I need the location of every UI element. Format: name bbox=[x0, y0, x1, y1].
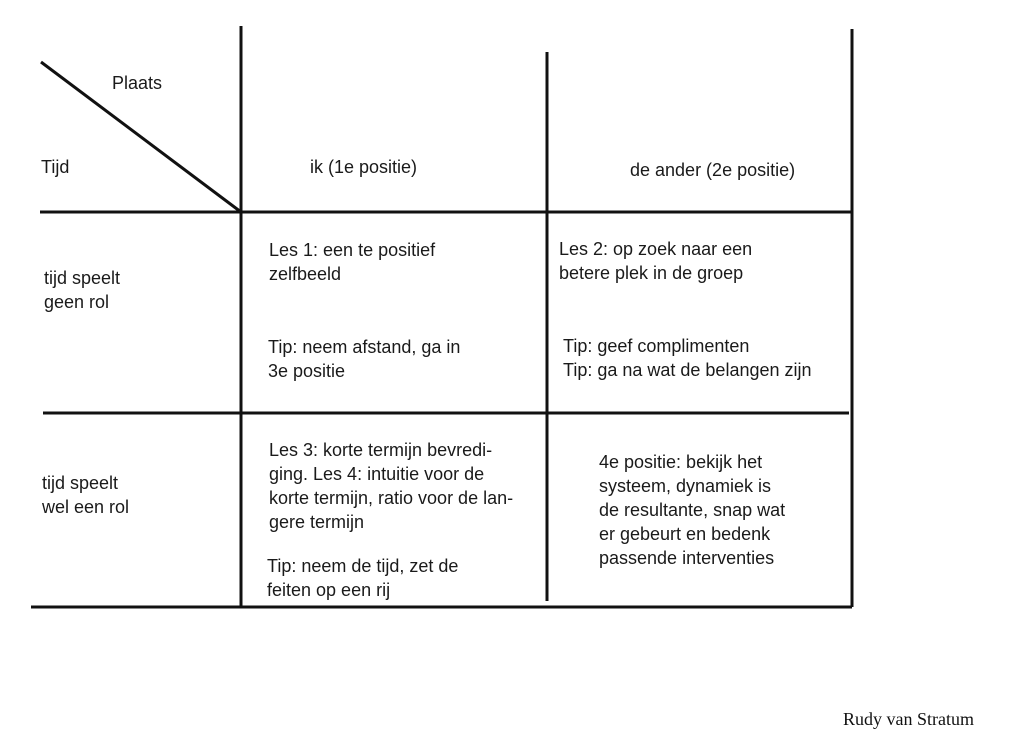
place-axis-label: Plaats bbox=[112, 73, 163, 93]
column-header-first-position: ik (1e positie) bbox=[310, 157, 418, 177]
row-label-time-role: tijd speelt wel een rol bbox=[42, 473, 130, 517]
cell-lessons-3-4: Les 3: korte termijn bevredi- ging. Les … bbox=[269, 440, 514, 532]
author-credit: Rudy van Stratum bbox=[843, 709, 974, 729]
column-header-second-position: de ander (2e positie) bbox=[630, 160, 796, 180]
cell-tip-3: Tip: neem de tijd, zet de feiten op een … bbox=[267, 556, 459, 600]
time-axis-label: Tijd bbox=[41, 157, 70, 177]
cell-lesson-2: Les 2: op zoek naar een betere plek in d… bbox=[559, 239, 753, 283]
cell-lesson-1: Les 1: een te positief zelfbeeld bbox=[269, 240, 436, 284]
row-label-time-no-role: tijd speelt geen rol bbox=[44, 268, 121, 312]
cell-tip-1: Tip: neem afstand, ga in 3e positie bbox=[268, 337, 461, 381]
cell-tip-2: Tip: geef complimenten Tip: ga na wat de… bbox=[563, 336, 812, 380]
corner-diagonal-line bbox=[40, 60, 242, 214]
cell-fourth-position: 4e positie: bekijk het systeem, dynamiek… bbox=[599, 452, 786, 568]
